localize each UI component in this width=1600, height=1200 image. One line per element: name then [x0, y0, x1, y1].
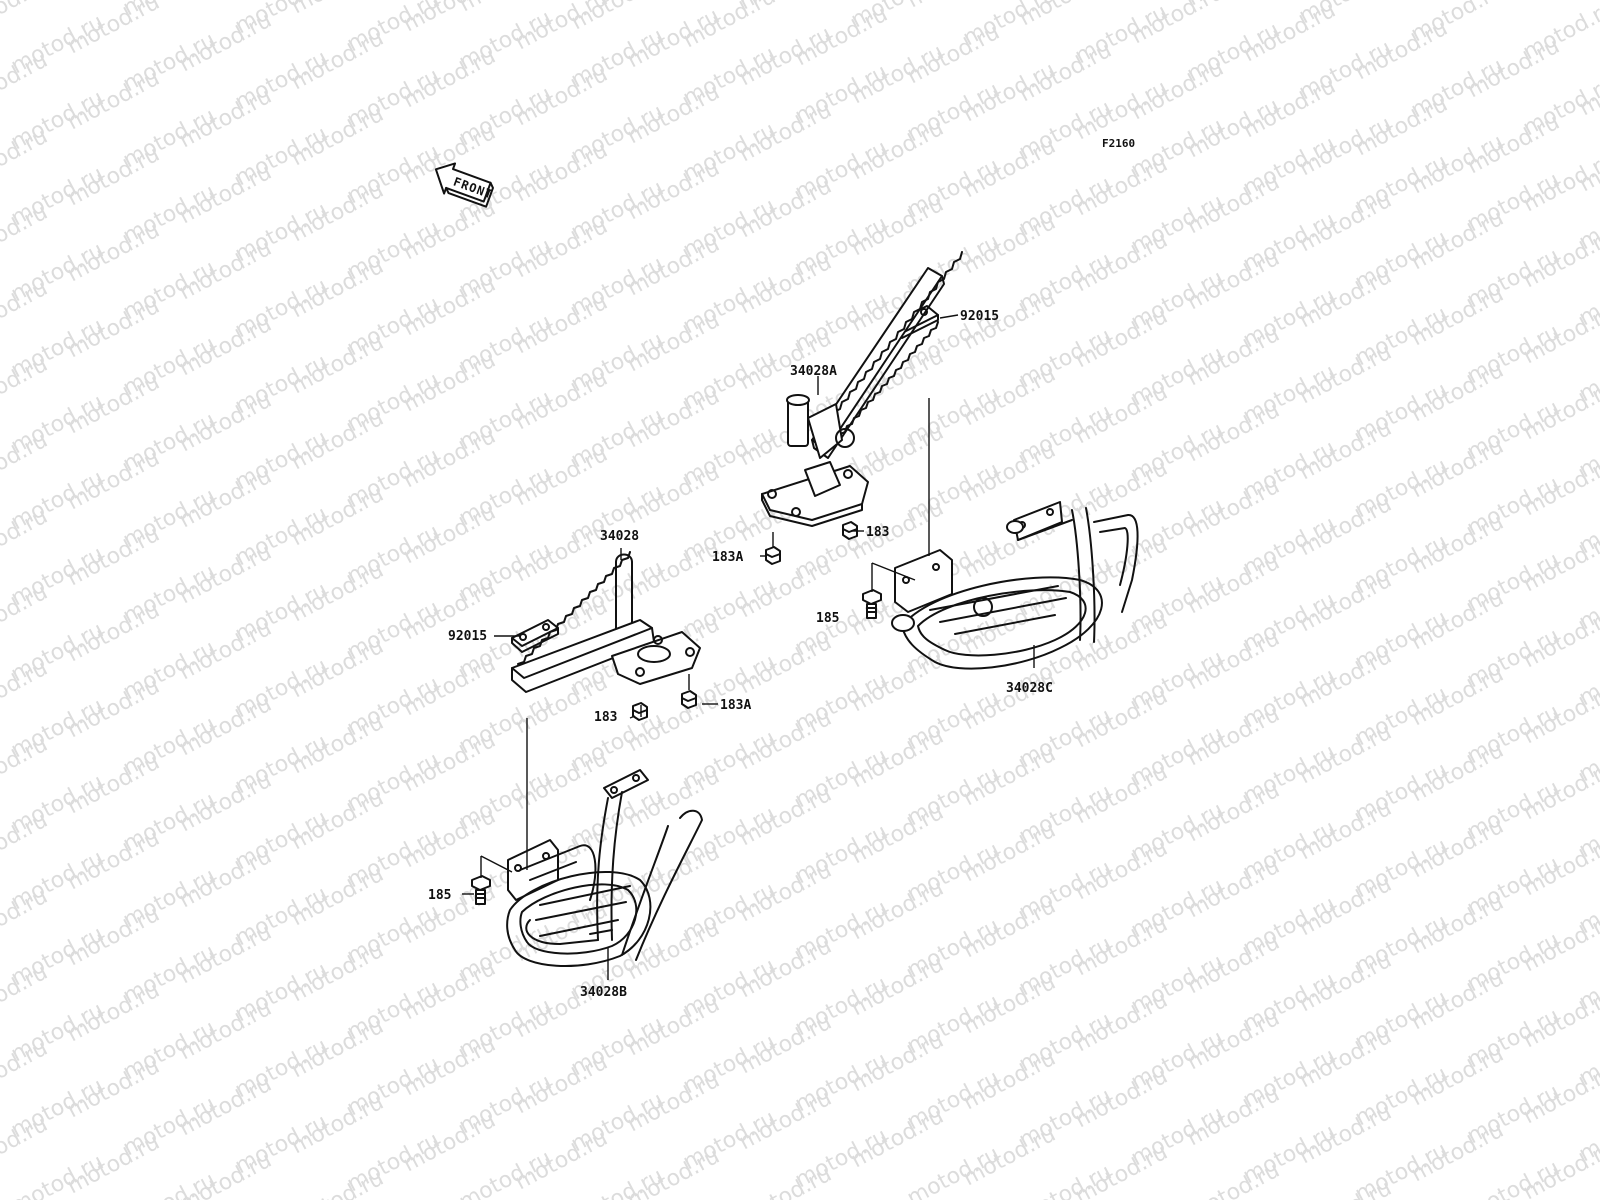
part-label-92015-right: 92015: [960, 309, 999, 324]
watermark-text: motod.ru: [455, 1146, 556, 1200]
bolt-185-right: [862, 589, 882, 619]
watermark-text: motod.ru: [735, 1162, 836, 1200]
watermark-text: motod.ru: [119, 1168, 220, 1200]
part-label-183A-left: 183A: [720, 698, 751, 713]
nut-183A-left: [681, 690, 697, 709]
nut-183-left: [632, 702, 648, 721]
part-label-185-right: 185: [816, 611, 839, 626]
watermark-text: motod.ru: [903, 1142, 1004, 1200]
part-label-34028: 34028: [600, 529, 639, 544]
part-label-92015-left: 92015: [448, 629, 487, 644]
footrest-cover-plate-left: [511, 619, 559, 653]
left-footrest-assembly: [471, 551, 703, 967]
part-label-34028B: 34028B: [580, 985, 627, 1000]
part-labels: 92015 34028A 183 183A 185 34028C 34028 9…: [428, 309, 1053, 1000]
bolt-185-left: [471, 875, 491, 905]
part-label-183-left: 183: [594, 710, 617, 725]
part-label-34028A: 34028A: [790, 364, 837, 379]
part-label-183A-right: 183A: [712, 550, 743, 565]
watermark-text: motod.ru: [7, 1150, 108, 1200]
leader-lines: [462, 314, 1035, 980]
watermark-text: motod.ru: [903, 0, 1004, 13]
figure-code: F2160: [1102, 137, 1135, 150]
watermark-text: motod.ru: [1183, 1158, 1284, 1200]
watermark-text: motod.ru: [1295, 1176, 1396, 1200]
watermark-text: motod.ru: [287, 1166, 388, 1200]
nut-183-right: [842, 521, 858, 540]
nut-183A-right: [765, 546, 781, 565]
part-label-34028C: 34028C: [1006, 681, 1053, 696]
footrest-34028: [511, 551, 701, 693]
part-label-183-right: 183: [866, 525, 889, 540]
part-label-185-left: 185: [428, 888, 451, 903]
watermark-text: motod.ru: [0, 0, 52, 41]
footrest-34028A: [761, 251, 963, 527]
right-footrest-assembly: [761, 251, 1139, 670]
footrest-guard-34028C: [891, 501, 1139, 670]
footrest-guard-34028B: [506, 769, 703, 967]
